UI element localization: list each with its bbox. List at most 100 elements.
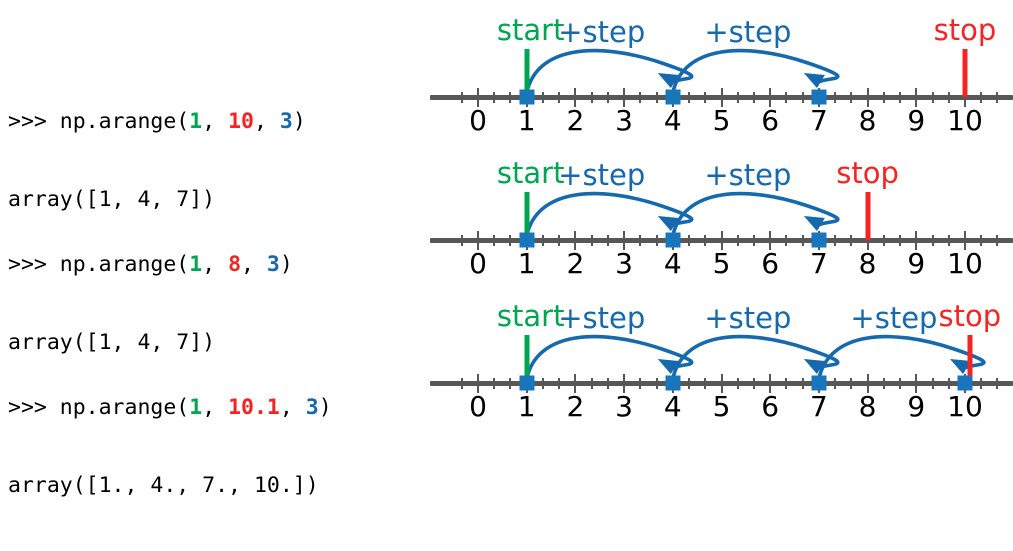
step-label: +step: [558, 301, 646, 335]
axis-tick-minor: [882, 378, 885, 389]
axis-tick-minor: [947, 235, 950, 246]
axis-tick-major: [477, 88, 479, 107]
code-call-prefix: np.arange(: [59, 109, 190, 134]
step-label: +step: [558, 158, 646, 192]
code-prompt: >>>: [8, 252, 60, 277]
axis-tick-minor: [931, 378, 934, 389]
axis-tick-label: 8: [858, 390, 877, 423]
code-call-line: >>> np.arange(1, 10, 3): [8, 109, 306, 135]
axis-tick-major: [866, 231, 869, 250]
example-row: >>> np.arange(1, 8, 3) array([1, 4, 7]) …: [0, 143, 1013, 355]
axis-tick-major: [964, 231, 966, 250]
step-arrow-path: [817, 334, 986, 381]
step-arrow-head: [803, 359, 825, 374]
value-marker: [519, 232, 535, 248]
step-arrow-path: [671, 48, 840, 95]
axis-tick-minor: [996, 92, 999, 103]
axis-tick-minor: [541, 92, 544, 103]
axis-tick-label: 4: [663, 247, 682, 280]
axis-tick-label: 4: [663, 104, 682, 137]
axis-tick-minor: [947, 92, 950, 103]
step-label: +step: [558, 15, 646, 49]
axis-tick-label: 2: [566, 104, 585, 137]
axis-tick-minor: [785, 235, 788, 246]
axis-tick-minor: [688, 92, 691, 103]
axis-tick-label: 0: [469, 104, 487, 137]
axis-tick-minor: [899, 92, 902, 103]
axis-tick-label: 7: [809, 390, 828, 423]
code-output-line: array([1., 4., 7., 10.]): [8, 473, 319, 498]
value-marker: [957, 375, 973, 391]
code-call-suffix: ): [279, 252, 293, 277]
code-sep-2: ,: [279, 395, 306, 420]
axis-tick-minor: [639, 378, 642, 389]
axis-tick-label: 2: [566, 390, 585, 423]
axis-tick-major: [769, 374, 772, 393]
stop-label: stop: [836, 156, 899, 190]
step-arrow-path: [524, 334, 694, 381]
axis-tick-minor: [509, 92, 512, 103]
axis-tick-minor: [882, 235, 885, 246]
axis-tick-major: [477, 374, 479, 393]
axis-tick-minor: [541, 235, 544, 246]
code-block: >>> np.arange(1, 10, 3) array([1, 4, 7]): [8, 57, 306, 265]
axis-tick-label: 3: [615, 390, 634, 423]
axis-tick-minor: [736, 92, 739, 103]
code-call-line: >>> np.arange(1, 8, 3): [8, 252, 293, 278]
axis-tick-minor: [590, 92, 593, 103]
step-arrows: [524, 334, 986, 381]
code-prompt: >>>: [8, 109, 60, 134]
axis-tick-label: 10: [947, 104, 983, 137]
axis-tick-minor: [558, 92, 561, 103]
axis-tick-label: 1: [517, 247, 536, 280]
axis-tick-minor: [882, 92, 885, 103]
code-prompt: >>>: [8, 395, 60, 420]
example-row: >>> np.arange(1, 10.1, 3) array([1., 4.,…: [0, 286, 1013, 498]
code-sep-1: ,: [202, 395, 229, 420]
value-marker: [665, 89, 681, 105]
step-label: +step: [850, 301, 938, 335]
axis-tick-minor: [947, 378, 950, 389]
axis-tick-major: [769, 88, 772, 107]
axis-tick-major: [574, 88, 577, 107]
axis-tick-minor: [704, 378, 707, 389]
code-start-arg: 1: [189, 395, 203, 420]
code-output-line: array([1, 4, 7]): [8, 330, 216, 355]
axis-tick-label: 4: [663, 390, 682, 423]
axis-tick-minor: [590, 378, 593, 389]
axis-tick-label: 0: [469, 390, 487, 423]
value-marker: [519, 375, 535, 391]
code-call-suffix: ): [292, 109, 306, 134]
stop-marker-line: [865, 192, 871, 240]
start-label: start: [496, 156, 565, 190]
axis-tick-label: 6: [761, 390, 780, 423]
code-sep-2: ,: [241, 252, 267, 277]
axis-tick-label: 9: [907, 247, 926, 280]
axis-tick-minor: [785, 92, 788, 103]
axis-tick-minor: [639, 92, 642, 103]
axis-tick-minor: [752, 235, 755, 246]
step-label: +step: [704, 158, 792, 192]
axis-tick-minor: [639, 235, 642, 246]
axis-tick-minor: [655, 235, 658, 246]
axis-tick-label: 8: [858, 247, 877, 280]
step-arrow-head: [803, 216, 825, 231]
axis-tick-label: 10: [947, 247, 983, 280]
code-step-arg: 3: [305, 395, 319, 420]
axis-tick-major: [720, 374, 723, 393]
value-marker: [665, 232, 681, 248]
stop-marker-line: [962, 49, 968, 97]
step-arrow-head: [657, 216, 679, 231]
stop-marker-line: [967, 335, 973, 383]
axis-tick-minor: [996, 378, 999, 389]
axis-tick-minor: [541, 378, 544, 389]
axis-tick-minor: [590, 235, 593, 246]
axis-tick-minor: [834, 235, 837, 246]
code-call-prefix: np.arange(: [59, 395, 190, 420]
axis-tick-minor: [850, 378, 853, 389]
step-arrow-head: [950, 359, 971, 374]
code-step-arg: 3: [279, 109, 293, 134]
axis-tick-label: 2: [566, 247, 585, 280]
axis-tick-minor: [996, 235, 999, 246]
